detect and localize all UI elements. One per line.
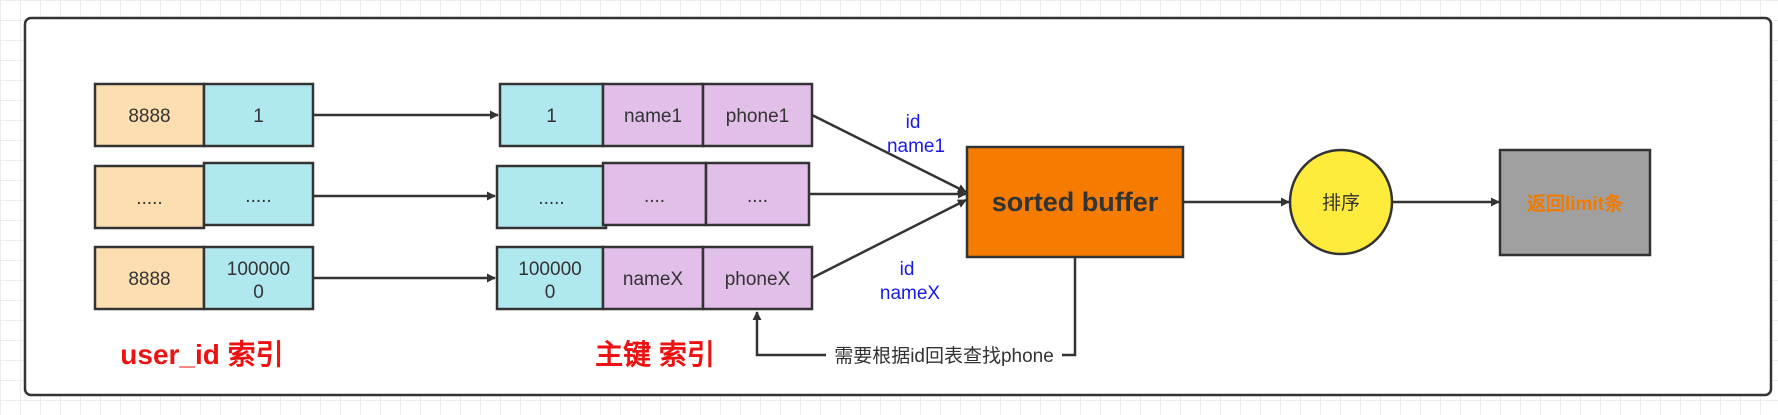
name-cell	[601, 82, 705, 148]
phone-cell-text: phone1	[726, 106, 789, 127]
primary-index: 1 name1 phone1 ..... .... .... 100000 0 …	[495, 82, 814, 370]
name-cell-text: name1	[624, 106, 682, 127]
secondary-row-2: ..... .....	[93, 161, 315, 230]
primary-row-1: 1 name1 phone1	[498, 82, 814, 148]
id-cell-text-line1: 100000	[227, 259, 290, 280]
secondary-row-3: 8888 100000 0	[93, 245, 315, 311]
id-cell	[202, 245, 315, 311]
top-flow-label-line1: id	[906, 112, 921, 133]
phone-cell-text: ....	[747, 186, 768, 207]
id-cell-text-line2: 0	[545, 282, 556, 303]
name-cell-text: ....	[644, 186, 665, 207]
result-box	[1498, 148, 1652, 257]
primary-index-title: 主键 索引	[595, 339, 715, 370]
name-cell	[601, 161, 708, 227]
phone-cell	[701, 245, 814, 311]
name-cell	[601, 245, 705, 311]
bottom-flow-label-line2: nameX	[880, 283, 941, 304]
result-label: 返回limit条	[1527, 192, 1624, 215]
diagram-frame	[23, 16, 1773, 397]
secondary-index-title: user_id 索引	[120, 339, 283, 370]
key-cell	[93, 164, 206, 230]
top-flow-label-line2: name1	[887, 136, 945, 157]
sorted-buffer-box	[965, 145, 1185, 259]
arrow-to-buffer-top	[811, 113, 967, 194]
primary-row-2: ..... .... ....	[495, 161, 811, 230]
id-cell-text: 1	[546, 106, 557, 127]
primary-row-3: 100000 0 nameX phoneX	[495, 245, 814, 311]
id-cell	[498, 82, 605, 148]
key-cell-text: 8888	[128, 106, 170, 127]
sorted-buffer-label: sorted buffer	[992, 187, 1159, 217]
key-cell	[93, 82, 206, 148]
id-cell-text: .....	[538, 188, 564, 209]
id-cell-text: 1	[253, 106, 264, 127]
secondary-row-1: 8888 1	[93, 82, 315, 148]
phone-cell	[704, 161, 811, 227]
id-cell-text-line1: 100000	[518, 259, 581, 280]
lookup-label-bg	[826, 342, 1062, 368]
id-cell-text-line2: 0	[253, 282, 264, 303]
name-cell-text: nameX	[623, 269, 684, 290]
id-cell	[202, 161, 315, 227]
key-cell-text: 8888	[128, 269, 170, 290]
sort-label: 排序	[1322, 192, 1360, 214]
phone-cell-text: phoneX	[725, 269, 791, 290]
bottom-flow-label-line1: id	[900, 259, 915, 280]
key-cell	[93, 245, 206, 311]
lookup-label: 需要根据id回表查找phone	[834, 345, 1054, 367]
phone-cell	[701, 82, 814, 148]
key-cell-text: .....	[136, 188, 162, 209]
id-cell-text: .....	[245, 186, 271, 207]
arrow-to-buffer-bottom	[811, 198, 967, 280]
